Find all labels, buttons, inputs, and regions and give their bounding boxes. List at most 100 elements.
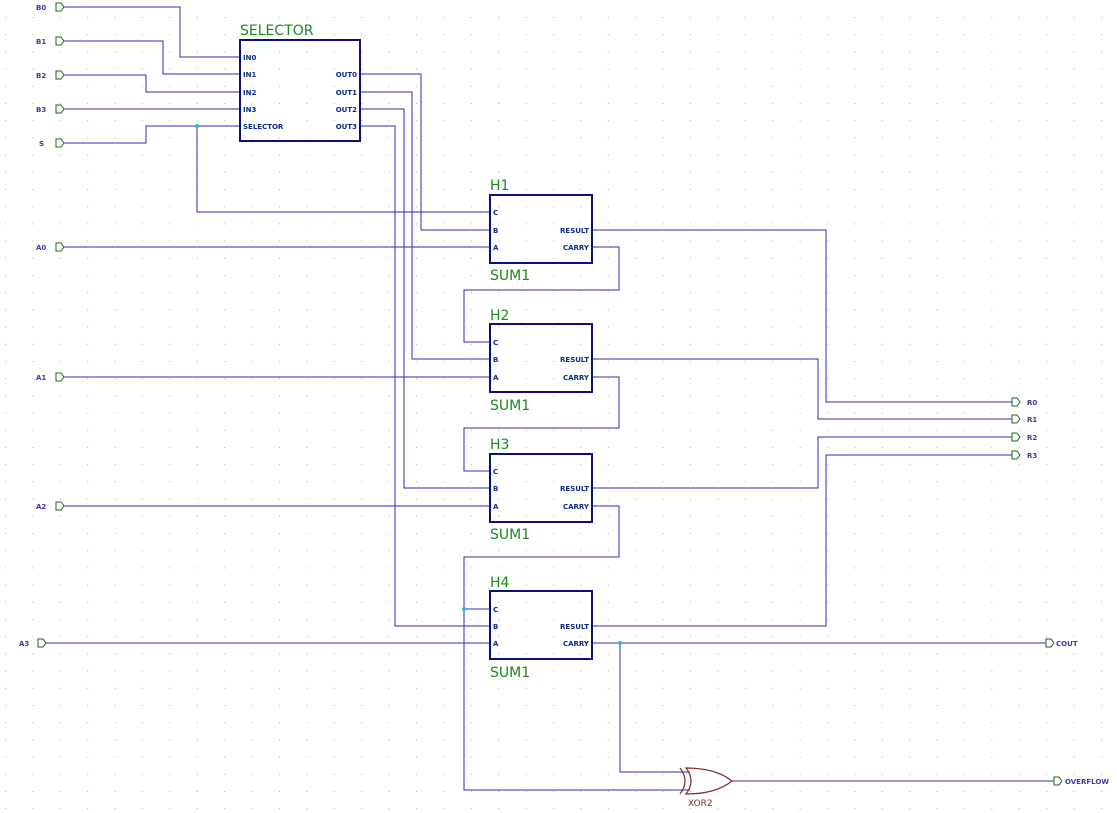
wire-s[interactable] (64, 125, 240, 144)
selector-component[interactable]: SELECTOR IN0 IN1 IN2 IN3 SELECTOR OUT0 O… (239, 23, 361, 142)
adder-h3[interactable]: H3 C B A RESULT CARRY SUM1 (489, 437, 593, 543)
grid-dot (388, 739, 390, 741)
grid-dot (1046, 206, 1048, 208)
output-port-r1[interactable]: R1 (1011, 414, 1037, 424)
grid-dot (744, 601, 746, 603)
grid-dot (1073, 309, 1075, 311)
grid-dot (251, 103, 253, 104)
grid-dot (470, 171, 472, 173)
grid-dot (690, 343, 691, 345)
selector-box[interactable] (239, 39, 361, 142)
grid-dot (333, 601, 335, 603)
grid-dot (169, 447, 171, 448)
wire-out0-h1-b[interactable] (360, 73, 490, 231)
wire-h2-carry-h3-c[interactable] (463, 376, 620, 472)
output-port-r2[interactable]: R2 (1011, 432, 1037, 442)
adder-h2[interactable]: H2 C B A RESULT CARRY SUM1 (489, 308, 593, 414)
grid-dot (169, 137, 171, 139)
grid-dot (361, 447, 363, 448)
grid-dot (936, 378, 938, 380)
wire-h4-result-r3[interactable] (592, 454, 1012, 627)
grid-dot (1073, 34, 1075, 36)
wire-c4-to-xor[interactable] (463, 609, 690, 791)
wire-b2[interactable] (64, 74, 240, 93)
grid-dot (1101, 447, 1102, 448)
wire-h2-result-r1[interactable] (592, 358, 1012, 420)
adder-h1-box[interactable] (489, 194, 593, 264)
grid-dot (717, 85, 719, 87)
grid-dot (909, 584, 911, 586)
grid-dot (87, 773, 89, 775)
adder-h3-box[interactable] (489, 453, 593, 523)
grid-dot (717, 653, 719, 655)
adder-h2-box[interactable] (489, 323, 593, 393)
grid-dot (279, 705, 280, 706)
xor-gate[interactable]: XOR2 (679, 767, 733, 809)
input-port-b1[interactable]: B1 (36, 36, 65, 46)
grid-dot (1073, 361, 1075, 362)
input-port-a1[interactable]: A1 (36, 372, 65, 382)
grid-dot (936, 17, 938, 18)
grid-dot (59, 154, 61, 156)
input-port-b0[interactable]: B0 (36, 2, 65, 12)
grid-dot (196, 773, 198, 775)
input-port-a0[interactable]: A0 (36, 242, 65, 252)
grid-dot (1046, 791, 1048, 792)
grid-dot (32, 257, 34, 259)
grid-dot (114, 51, 116, 53)
wire-carry-to-xor[interactable] (619, 643, 690, 773)
wire-b0[interactable] (64, 6, 240, 58)
grid-dot (936, 154, 938, 156)
input-port-a3[interactable]: A3 (19, 638, 47, 648)
grid-dot (607, 120, 609, 122)
grid-dot (991, 343, 993, 345)
grid-dot (388, 206, 390, 208)
wire-h3-carry-h4-c[interactable] (463, 505, 620, 610)
wire-h1-result-r0[interactable] (592, 229, 1012, 403)
selector-pin-in3: IN3 (243, 106, 256, 114)
input-port-b2[interactable]: B2 (36, 70, 65, 80)
grid-dot (525, 137, 527, 139)
grid-dot (717, 636, 719, 638)
adder-h4[interactable]: H4 C B A RESULT CARRY SUM1 (489, 575, 593, 681)
grid-dot (142, 137, 143, 139)
input-port-a2[interactable]: A2 (36, 501, 65, 511)
wire-h1-carry-h2-c[interactable] (463, 246, 620, 343)
wire-h3-result-r2[interactable] (592, 436, 1012, 489)
output-port-overflow[interactable]: OVERFLOW (1053, 776, 1109, 786)
grid-dot (635, 584, 637, 586)
output-port-cout[interactable]: COUT (1045, 638, 1078, 648)
wire-out1-h2-b[interactable] (360, 91, 490, 360)
wire-out2-h3-b[interactable] (360, 108, 490, 489)
grid-dot (799, 275, 801, 276)
grid-dot (59, 189, 61, 190)
selector-pin-in0: IN0 (243, 54, 256, 62)
grid-dot (443, 171, 445, 173)
xor-gate-body[interactable] (684, 767, 733, 795)
grid-dot (635, 292, 637, 294)
output-port-r0[interactable]: R0 (1011, 397, 1037, 407)
grid-dot (909, 68, 911, 70)
wire-s-to-h1-c[interactable] (196, 126, 490, 213)
grid-dot (279, 687, 280, 689)
grid-dot (881, 378, 883, 380)
grid-dot (553, 481, 554, 483)
input-port-b3[interactable]: B3 (36, 104, 65, 114)
input-port-s[interactable]: S (39, 138, 65, 148)
grid-dot (333, 412, 335, 414)
grid-dot (224, 550, 226, 552)
grid-dot (1018, 533, 1020, 534)
output-port-r3[interactable]: R3 (1011, 450, 1037, 460)
wire-out3-h4-b[interactable] (360, 125, 490, 627)
grid-dot (717, 137, 719, 139)
grid-dot (827, 687, 828, 689)
grid-dot (827, 240, 828, 242)
grid-dot (333, 154, 335, 156)
adder-h1[interactable]: H1 C B A RESULT CARRY SUM1 (489, 178, 593, 284)
wire-b1[interactable] (64, 40, 240, 75)
grid-dot (827, 584, 828, 586)
grid-dot (306, 309, 308, 311)
grid-dot (169, 85, 171, 87)
grid-dot (744, 257, 746, 259)
adder-h4-box[interactable] (489, 590, 593, 660)
